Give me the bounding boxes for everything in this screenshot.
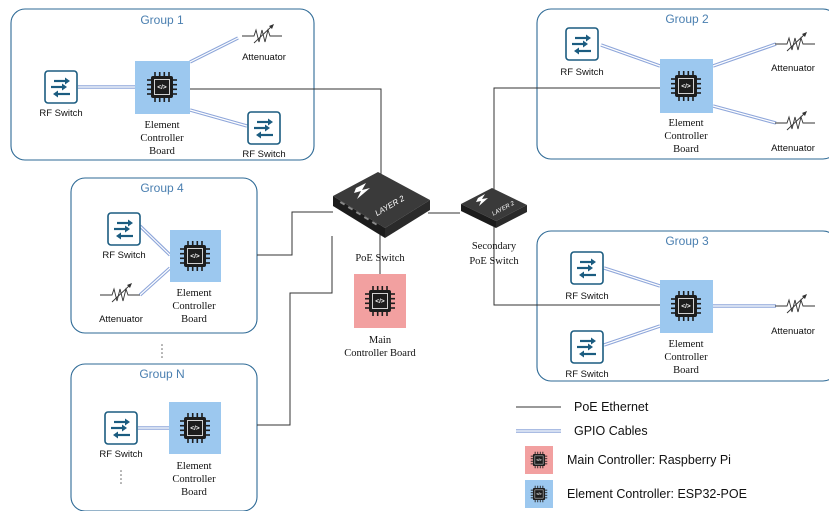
rf-switch-icon — [569, 250, 605, 286]
group-2-board-label-2: Controller — [664, 131, 708, 142]
legend-gpio-cables: GPIO Cables — [574, 424, 648, 438]
group-4-rf-switch-label: RF Switch — [102, 250, 145, 261]
ethernet-secondary-to-g2 — [493, 87, 660, 193]
vertical-ellipsis-icon — [161, 344, 163, 358]
group-n-box — [70, 363, 258, 511]
group-3-element-controller-board — [660, 280, 713, 333]
group-1-box — [10, 8, 315, 161]
legend-element-controller: Element Controller: ESP32-POE — [567, 487, 747, 501]
group-3-board-label-2: Controller — [664, 352, 708, 363]
group-1-title: Group 1 — [140, 13, 184, 27]
group-2-attenuator-b-label: Attenuator — [771, 143, 815, 154]
secondary-layer2-switch-icon: LAYER 2 — [461, 188, 527, 228]
group-1-board-label-1: Element — [145, 120, 180, 131]
group-n-board-label-3: Board — [181, 487, 207, 498]
attenuator-icon — [774, 293, 816, 314]
chip-glyph: </> — [157, 84, 167, 91]
chip-glyph: </> — [536, 492, 541, 496]
chip-glyph: </> — [375, 298, 385, 305]
group-1-rf-switch-a-label: RF Switch — [39, 108, 82, 119]
main-controller-label-2: Controller Board — [344, 348, 416, 359]
ethernet-g1-to-poe — [190, 88, 382, 180]
rf-switch-icon — [43, 69, 79, 105]
lightning-icon — [476, 194, 488, 206]
group-3-title: Group 3 — [665, 234, 709, 248]
group-3-attenuator-label: Attenuator — [771, 326, 815, 337]
group-4-board-label-3: Board — [181, 314, 207, 325]
vertical-ellipsis-icon — [120, 470, 122, 484]
group-4-board-label-2: Controller — [172, 301, 216, 312]
group-2-attenuator-a-label: Attenuator — [771, 63, 815, 74]
group-2-box — [536, 8, 829, 160]
group-2-title: Group 2 — [665, 12, 709, 26]
legend-poe-ethernet: PoE Ethernet — [574, 400, 649, 414]
secondary-switch-label-2: PoE Switch — [469, 256, 519, 267]
group-2-rf-switch-label: RF Switch — [560, 67, 603, 78]
main-controller-label-1: Main — [369, 335, 392, 346]
layer2-switch-icon: LAYER 2 — [333, 172, 430, 238]
chip-glyph: </> — [190, 253, 200, 260]
group-3-board-label-3: Board — [673, 365, 699, 376]
group-2-board-label-3: Board — [673, 144, 699, 155]
attenuator-icon — [774, 110, 816, 131]
rf-switch-icon — [246, 110, 282, 146]
group-2-element-controller-board — [660, 59, 713, 113]
group-n-board-label-2: Controller — [172, 474, 216, 485]
group-1-board-label-2: Controller — [140, 133, 184, 144]
group-1-board-label-3: Board — [149, 146, 175, 157]
chip-glyph: </> — [681, 83, 691, 90]
group-2-board-label-1: Element — [669, 118, 704, 129]
group-n-title: Group N — [139, 367, 184, 381]
group-4-element-controller-board — [170, 230, 221, 282]
poe-switch-label: PoE Switch — [355, 253, 405, 264]
group-4-board-label-1: Element — [177, 288, 212, 299]
main-controller-board — [354, 274, 406, 328]
secondary-switch-label-1: Secondary — [472, 241, 517, 252]
rf-switch-icon — [569, 329, 605, 365]
legend-main-controller: Main Controller: Raspberry Pi — [567, 453, 731, 467]
group-4-attenuator-label: Attenuator — [99, 314, 143, 325]
attenuator-icon — [774, 31, 816, 52]
group-n-rf-switch-label: RF Switch — [99, 449, 142, 460]
group-n-board-label-1: Element — [177, 461, 212, 472]
attenuator-icon — [241, 23, 283, 44]
group-4-box — [70, 177, 258, 334]
group-n-element-controller-board — [169, 402, 221, 454]
ethernet-gn-to-poe — [257, 236, 333, 426]
chip-glyph: </> — [536, 458, 541, 462]
chip-glyph: </> — [190, 425, 200, 432]
group-1-element-controller-board — [135, 61, 190, 114]
ethernet-g4-to-poe — [257, 211, 333, 256]
attenuator-icon — [99, 282, 141, 303]
ethernet-secondary-to-g3 — [493, 226, 660, 306]
group-3-board-label-1: Element — [669, 339, 704, 350]
group-1-attenuator-label: Attenuator — [242, 52, 286, 63]
group-1-rf-switch-b-label: RF Switch — [242, 149, 285, 160]
lightning-icon — [354, 183, 370, 199]
group-3-rf-switch-b-label: RF Switch — [565, 369, 608, 380]
chip-glyph: </> — [681, 303, 691, 310]
rf-switch-icon — [564, 26, 600, 62]
rf-switch-icon — [103, 410, 139, 446]
group-3-box — [536, 230, 829, 382]
group-4-title: Group 4 — [140, 181, 184, 195]
group-3-rf-switch-a-label: RF Switch — [565, 291, 608, 302]
legend: PoE Ethernet GPIO Cables Main Controller… — [516, 400, 747, 508]
rf-switch-icon — [106, 211, 142, 247]
